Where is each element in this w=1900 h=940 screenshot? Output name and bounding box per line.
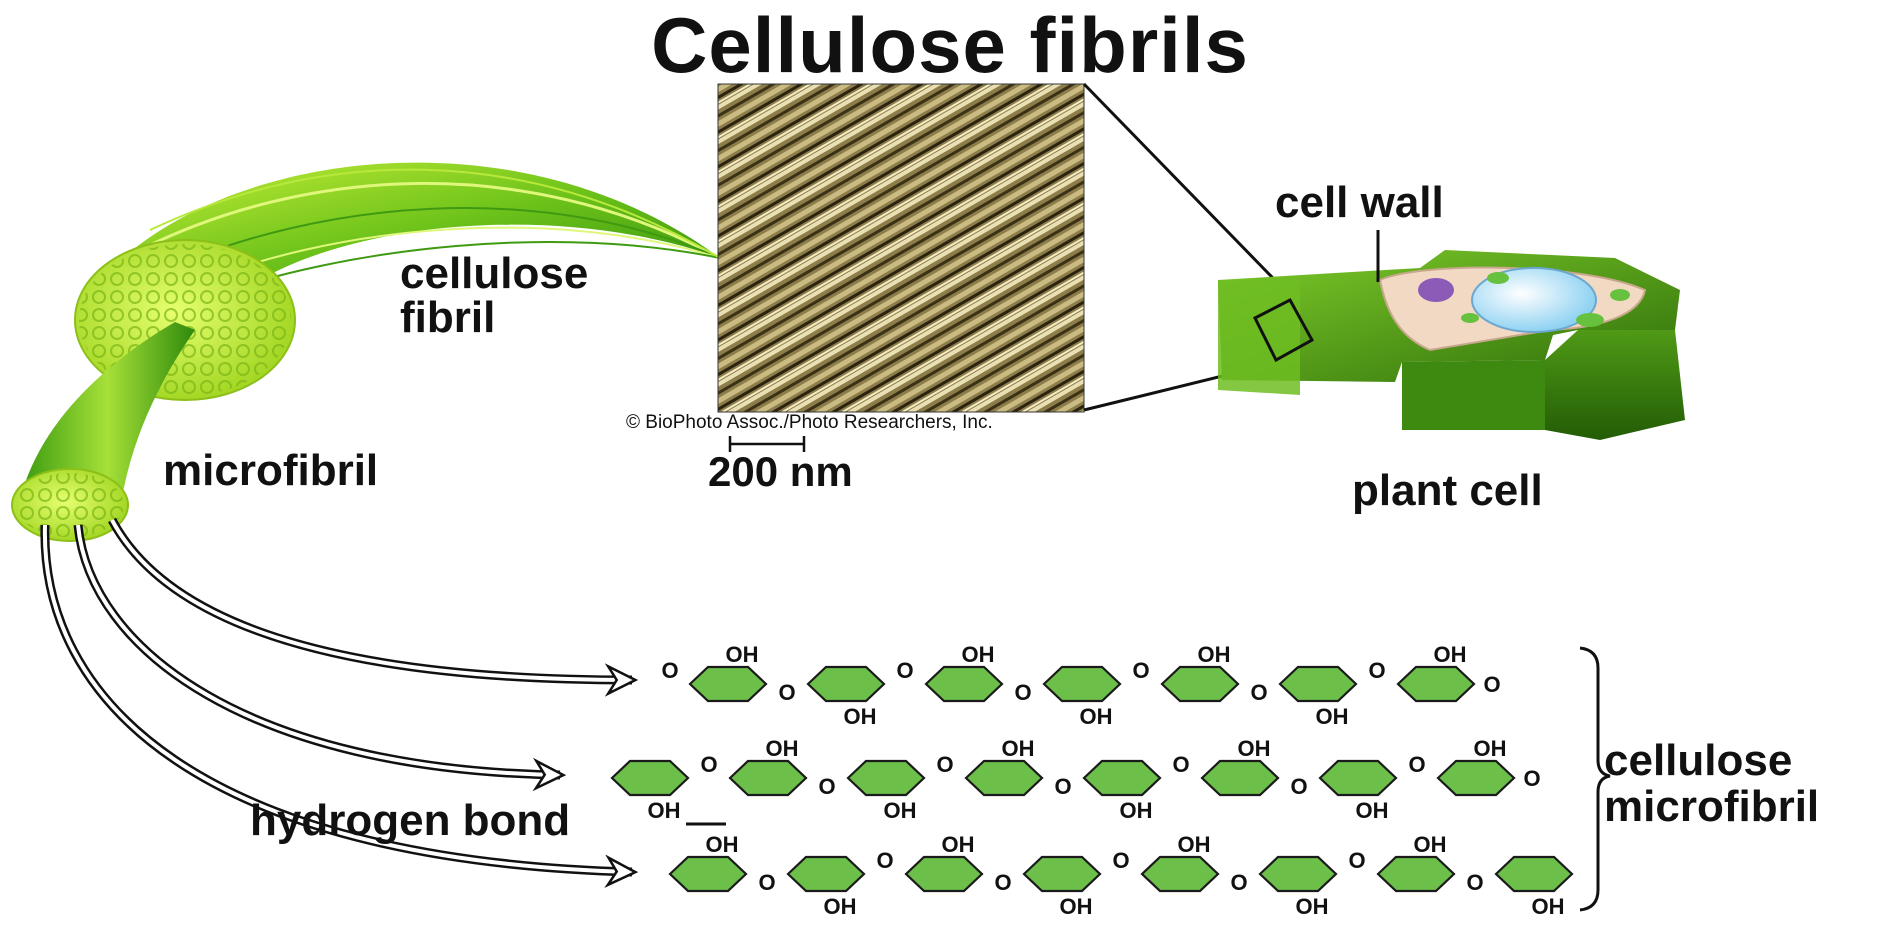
chain-oxygen: O bbox=[1250, 680, 1267, 705]
glucose-ring bbox=[1200, 759, 1280, 797]
hydroxyl-label: OH bbox=[824, 894, 857, 919]
hydrogen-bond-label: hydrogen bond bbox=[250, 796, 571, 845]
hydroxyl-label: OH bbox=[1474, 736, 1507, 761]
chain-oxygen: O bbox=[1230, 870, 1247, 895]
glucose-ring bbox=[1082, 759, 1162, 797]
page-title: Cellulose fibrils bbox=[651, 1, 1249, 89]
hydroxyl-label: OH bbox=[1002, 736, 1035, 761]
hydroxyl-label: OH bbox=[1434, 642, 1467, 667]
hydroxyl-label: OH bbox=[1356, 798, 1389, 823]
glucose-ring bbox=[786, 855, 866, 893]
electron-micrograph bbox=[717, 83, 1085, 413]
cellulose-fibril-label: cellulose fibril bbox=[400, 252, 588, 340]
glucose-ring bbox=[728, 759, 808, 797]
glucose-ring bbox=[1022, 855, 1102, 893]
hydroxyl-label: OH bbox=[1238, 736, 1271, 761]
glucose-ring bbox=[1396, 665, 1476, 703]
chain-oxygen: O bbox=[936, 752, 953, 777]
hydroxyl-label: OH bbox=[1316, 704, 1349, 729]
cellulose-fibril-label-line2: fibril bbox=[400, 293, 496, 342]
glucose-ring bbox=[904, 855, 984, 893]
glucose-ring bbox=[688, 665, 768, 703]
hydroxyl-label: OH bbox=[1198, 642, 1231, 667]
glucose-chains: O OH O OH O OH O OH O OH O OH O OH O OH O OH O OH O OH O OH O OH O… bbox=[610, 642, 1574, 919]
hydroxyl-label: OH bbox=[1178, 832, 1211, 857]
hydroxyl-label: OH bbox=[942, 832, 975, 857]
glucose-ring bbox=[964, 759, 1044, 797]
chain-oxygen: O bbox=[778, 680, 795, 705]
glucose-ring bbox=[610, 759, 690, 797]
glucose-ring bbox=[1494, 855, 1574, 893]
glucose-ring bbox=[1318, 759, 1398, 797]
cell-wall-label: cell wall bbox=[1275, 178, 1444, 227]
glucose-ring bbox=[668, 855, 748, 893]
scale-bar bbox=[728, 436, 806, 452]
hydroxyl-label: OH bbox=[1414, 832, 1447, 857]
glucose-ring bbox=[1258, 855, 1338, 893]
cellulose-microfibril-label-line2: microfibril bbox=[1604, 782, 1820, 831]
chain-oxygen: O bbox=[758, 870, 775, 895]
glucose-ring bbox=[1042, 665, 1122, 703]
chain-oxygen: O bbox=[1483, 672, 1500, 697]
chain-oxygen: O bbox=[1368, 658, 1385, 683]
chain-oxygen: O bbox=[1290, 774, 1307, 799]
chain-oxygen: O bbox=[896, 658, 913, 683]
cellulose-microfibril-label-line1: cellulose bbox=[1604, 736, 1793, 785]
glucose-ring bbox=[1436, 759, 1516, 797]
chain-oxygen: O bbox=[661, 658, 678, 683]
hydroxyl-label: OH bbox=[1060, 894, 1093, 919]
hydroxyl-label: OH bbox=[648, 798, 681, 823]
chain-oxygen: O bbox=[1132, 658, 1149, 683]
glucose-ring bbox=[924, 665, 1004, 703]
glucose-ring bbox=[1278, 665, 1358, 703]
plant-cell-label: plant cell bbox=[1352, 466, 1543, 515]
hydroxyl-label: OH bbox=[726, 642, 759, 667]
chain-oxygen: O bbox=[1172, 752, 1189, 777]
glucose-ring bbox=[1140, 855, 1220, 893]
glucose-ring bbox=[846, 759, 926, 797]
plant-cell bbox=[1218, 230, 1685, 440]
chain-oxygen: O bbox=[818, 774, 835, 799]
hydroxyl-label: OH bbox=[1120, 798, 1153, 823]
photo-credit: © BioPhoto Assoc./Photo Researchers, Inc… bbox=[626, 412, 993, 433]
hydroxyl-label: OH bbox=[706, 832, 739, 857]
glucose-ring bbox=[1376, 855, 1456, 893]
chain-oxygen: O bbox=[1054, 774, 1071, 799]
chain-oxygen: O bbox=[1112, 848, 1129, 873]
chain-oxygen: O bbox=[1014, 680, 1031, 705]
chain-oxygen: O bbox=[1408, 752, 1425, 777]
hydroxyl-label: OH bbox=[962, 642, 995, 667]
hydroxyl-label: OH bbox=[1080, 704, 1113, 729]
microfibril-strand bbox=[11, 322, 195, 542]
hydroxyl-label: OH bbox=[884, 798, 917, 823]
chain-oxygen: O bbox=[994, 870, 1011, 895]
glucose-ring bbox=[1160, 665, 1240, 703]
cellulose-fibril-label-line1: cellulose bbox=[400, 249, 589, 298]
scale-bar-label: 200 nm bbox=[708, 448, 853, 495]
cellulose-microfibril-label: cellulose microfibril bbox=[1604, 738, 1819, 830]
microfibril-label: microfibril bbox=[163, 446, 379, 495]
chain-oxygen: O bbox=[1523, 766, 1540, 791]
microfibril-bracket bbox=[1579, 646, 1611, 912]
hydroxyl-label: OH bbox=[844, 704, 877, 729]
hydroxyl-label: OH bbox=[766, 736, 799, 761]
chain-oxygen: O bbox=[700, 752, 717, 777]
hydroxyl-label: OH bbox=[1296, 894, 1329, 919]
chain-oxygen: O bbox=[876, 848, 893, 873]
chain-arrows bbox=[40, 517, 632, 872]
chain-oxygen: O bbox=[1466, 870, 1483, 895]
hydroxyl-label: OH bbox=[1532, 894, 1565, 919]
glucose-ring bbox=[806, 665, 886, 703]
chain-oxygen: O bbox=[1348, 848, 1365, 873]
